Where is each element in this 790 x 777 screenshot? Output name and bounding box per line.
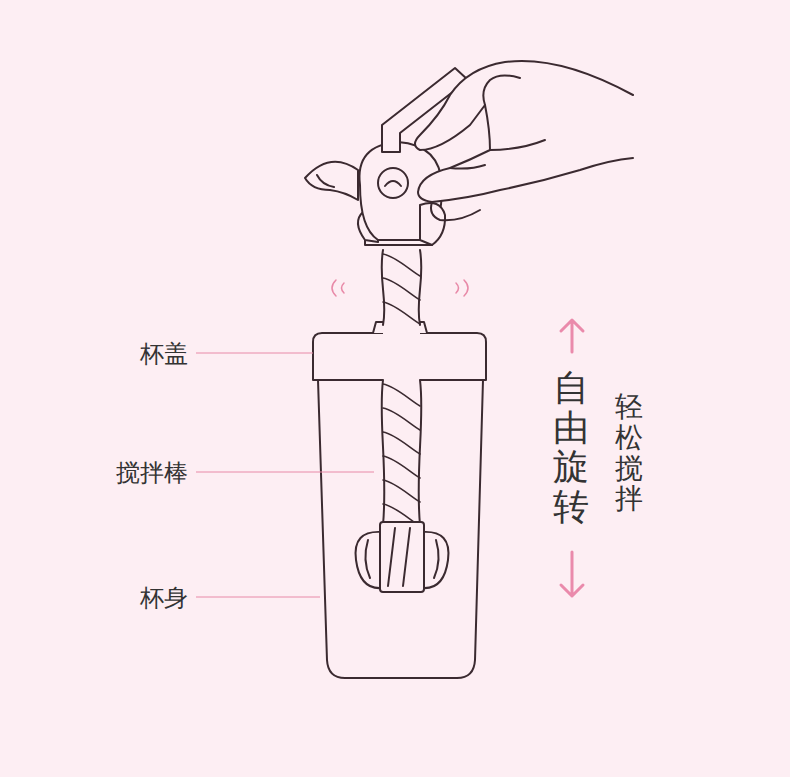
feature-label: 自由旋转 — [553, 368, 589, 526]
motion-marks — [332, 280, 468, 296]
whisk-head — [356, 522, 449, 592]
feature-note: 轻松搅拌 — [615, 392, 643, 515]
part-label: 杯身 — [140, 582, 188, 614]
stir-rod — [382, 250, 422, 525]
leader-lines — [196, 353, 374, 597]
hand — [415, 61, 633, 202]
part-label: 搅拌棒 — [116, 457, 188, 489]
rod-twist — [383, 254, 420, 526]
part-label: 杯盖 — [140, 338, 188, 370]
